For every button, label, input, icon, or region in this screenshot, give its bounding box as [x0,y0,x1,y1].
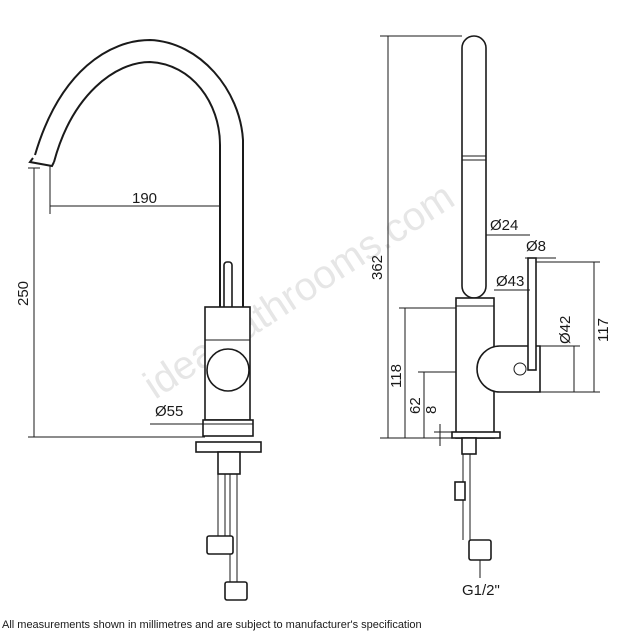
front-mounting-stud [217,451,241,475]
front-base-plate [202,419,254,437]
side-hose-nut [468,539,492,561]
dim-label-o43: Ø43 [496,273,524,290]
dim-label-190: 190 [132,190,157,207]
side-handle [476,345,541,393]
dim-label-62: 62 [407,397,424,414]
dim-label-118: 118 [388,364,405,388]
side-base-plate [451,431,501,439]
side-hose-fitting [454,481,466,501]
front-handle-hub [206,348,250,392]
dim-label-o24: Ø24 [490,217,518,234]
side-view: 362 118 62 8 Ø24 Ø8 Ø43 Ø42 117 G1/ [369,35,612,599]
dim-label-o55: Ø55 [155,403,183,420]
front-mounting-washer [195,441,262,453]
dim-label-thread: G1/2" [462,582,500,599]
side-handle-detail [513,362,527,376]
front-hose-nut-right [224,581,248,601]
side-mounting-stud [461,437,477,455]
side-lever [527,257,537,371]
front-view: 190 250 Ø55 [15,38,262,601]
front-spout [34,38,244,310]
watermark-text: idealbathrooms.com [136,174,462,407]
dim-label-8: 8 [423,406,440,414]
dim-label-362: 362 [369,255,386,280]
front-hose-left [217,474,226,536]
front-spout-outlet [28,157,55,168]
dim-label-117: 117 [595,318,612,342]
dim-label-250: 250 [15,281,32,306]
footnote: All measurements shown in millimetres an… [2,619,422,631]
dim-label-o42: Ø42 [557,316,574,344]
front-spout-inner [53,60,221,310]
front-hose-nut-left [206,535,234,555]
side-spout-column [461,35,487,299]
dim-label-o8: Ø8 [526,238,546,255]
front-hose-right [229,474,238,582]
